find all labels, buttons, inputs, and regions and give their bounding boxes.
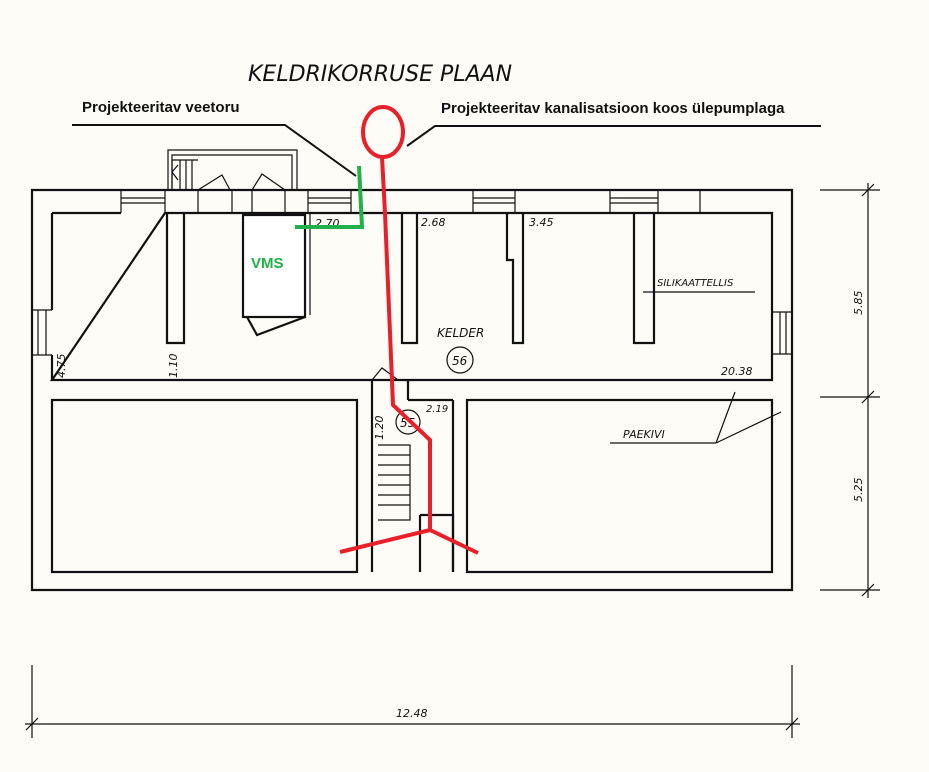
dim-5-85: 5.85 [852, 291, 865, 316]
partitions [165, 213, 656, 345]
kelder-label: KELDER [437, 326, 484, 340]
vms-unit: VMS [241, 213, 311, 337]
sewer-annotation: Projekteeritav kanalisatsioon koos ülepu… [441, 100, 785, 117]
dim-4-75: 4.75 [55, 354, 68, 379]
silikaattellis-label: SILIKAATTELLIS [657, 278, 734, 289]
kelder-number: 56 [452, 354, 468, 368]
plan-title: KELDRIKORRUSE PLAAN [248, 62, 512, 87]
dim-12-48: 12.48 [396, 707, 428, 720]
dim-2-19: 2.19 [426, 404, 448, 415]
entrance-porch [167, 149, 298, 191]
dim-5-25: 5.25 [852, 478, 865, 503]
stair-number-circle [395, 409, 421, 435]
sewer-line [339, 105, 479, 555]
vms-label: VMS [251, 255, 284, 272]
dim-1-20: 1.20 [373, 416, 386, 441]
paekivi-label: PAEKIVI [623, 428, 665, 441]
dim-20-38: 20.38 [721, 365, 753, 378]
windows [32, 190, 792, 356]
dim-2-68: 2.68 [421, 216, 446, 229]
stair-number: 55 [400, 416, 415, 430]
dimension-labels: 2.70 2.68 3.45 20.38 2.19 1.20 1.10 4.75… [25, 183, 880, 738]
room-number-circle [446, 346, 474, 374]
dim-1-10: 1.10 [167, 354, 180, 379]
dim-3-45: 3.45 [529, 216, 554, 229]
room-labels: KELDER 56 55 SILIKAATTELLIS PAEKIVI [395, 278, 782, 444]
water-pipe-line [295, 165, 365, 229]
annotations: Projekteeritav veetoru Projekteeritav ka… [72, 99, 821, 177]
outer-walls [30, 188, 794, 592]
lower-rooms [50, 367, 774, 574]
water-pipe-annotation: Projekteeritav veetoru [82, 99, 240, 116]
